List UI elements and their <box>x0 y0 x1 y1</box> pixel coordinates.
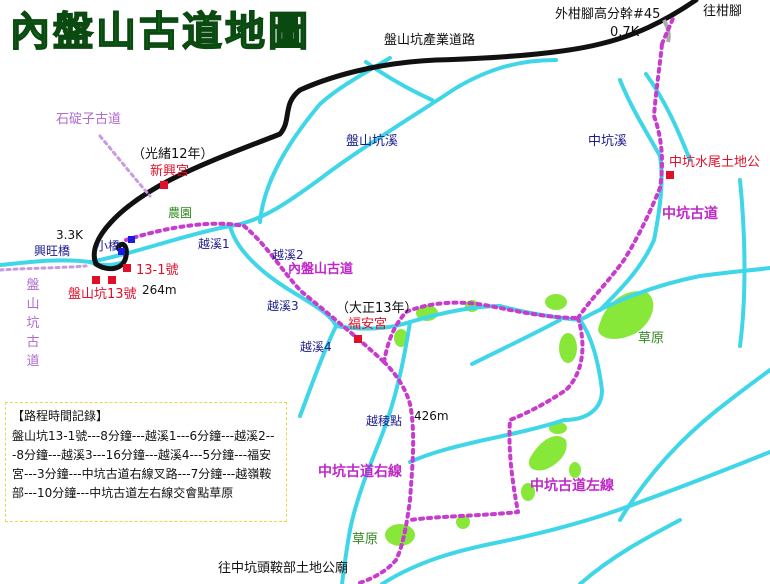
farm-label: 農園 <box>168 206 193 220</box>
side-trails <box>0 134 152 272</box>
stream-lower-left <box>340 320 412 584</box>
xingwang-bridge-label: 興旺橋 <box>34 244 71 258</box>
pankeng-trail-line <box>0 264 88 272</box>
grass-patch <box>521 483 535 501</box>
stream-far-right <box>618 368 770 522</box>
house-13-1-label: 13-1號 <box>136 263 179 278</box>
house-13-marker-b <box>108 276 116 284</box>
house-13-label: 盤山坑13號 <box>68 287 137 302</box>
grassland-patches <box>385 291 654 546</box>
stream-far-right-2 <box>738 178 747 348</box>
stream-right-2 <box>470 318 562 366</box>
grass-patch <box>569 462 581 478</box>
stream-bottom <box>380 450 770 584</box>
stream-mid-2 <box>298 324 338 418</box>
fuan-temple-marker <box>354 335 362 343</box>
to-bottom-temple-label: 往中坑頭鞍部土地公廟 <box>218 561 349 576</box>
stream-right-1 <box>578 266 770 322</box>
top-junction-label: 外柑腳高分幹#45 <box>555 7 661 22</box>
time-log-heading: 【路程時間記錄】 <box>12 409 109 423</box>
inner-panshan-trail <box>124 221 386 364</box>
grassland-right-label: 草原 <box>638 331 665 346</box>
right-line-label: 中坑古道右線 <box>318 464 402 480</box>
grass-patch <box>385 524 415 546</box>
tudigong-label: 中坑水尾土地公 <box>669 155 761 170</box>
xinxing-temple-label: 新興宮 <box>150 164 190 179</box>
fuan-year-label: （大正13年） <box>336 301 418 316</box>
panshan-stream-label: 盤山坑溪 <box>346 134 399 149</box>
time-log-box: 【路程時間記錄】 盤山坑13-1號---8分鐘---越溪1---6分鐘---越溪… <box>5 402 287 522</box>
pankeng-trail-label: 盤山坑古道 <box>26 278 40 369</box>
xinxing-year-label: （光緒12年） <box>132 147 214 162</box>
inner-panshan-trail-label: 內盤山古道 <box>288 262 354 277</box>
time-log-body: 盤山坑13-1號---8分鐘---越溪1---6分鐘---越溪2---8分鐘--… <box>12 429 275 500</box>
small-bridge-marker <box>128 236 135 243</box>
left-line-trail <box>408 316 585 522</box>
small-bridge-marker <box>118 248 125 255</box>
elevation-426-label: 426m <box>414 409 449 423</box>
house-13-marker-a <box>92 276 100 284</box>
top-distance-label: 0.7K <box>610 25 640 40</box>
tudigong-marker <box>666 171 674 179</box>
grass-patch-mid <box>528 436 567 471</box>
stream-zhongkeng <box>598 78 664 312</box>
crossing4-label: 越溪4 <box>300 340 332 354</box>
fuan-temple-label: 福安宮 <box>348 317 388 332</box>
km-marker-label: 3.3K <box>56 228 83 242</box>
road-hook <box>93 241 129 272</box>
shiding-trail-line <box>98 134 152 198</box>
zhongkeng-trail-cont <box>660 14 676 46</box>
xinxing-temple-marker <box>160 181 168 189</box>
to-ganjiao-label: 往柑腳 <box>703 4 743 19</box>
industrial-road <box>91 0 699 267</box>
ridge-point-label: 越稜點 <box>366 414 403 428</box>
grassland-bottom-label: 草原 <box>352 532 379 547</box>
grass-patch <box>559 333 577 363</box>
stream-bottom-right <box>578 518 682 584</box>
crossing3-label: 越溪3 <box>267 299 299 313</box>
zhongkeng-trail-label: 中坑古道 <box>662 206 718 222</box>
crossing2-label: 越溪2 <box>272 248 304 262</box>
shiding-trail-label: 石碇子古道 <box>56 112 122 127</box>
grass-patch <box>545 294 567 310</box>
grass-patch <box>456 515 470 529</box>
stream-zhongkeng-side <box>644 72 692 162</box>
main-trails <box>124 14 676 584</box>
zhongkeng-stream-label: 中坑溪 <box>588 134 628 149</box>
right-line-south <box>354 360 416 584</box>
right-line-trail <box>382 300 580 364</box>
small-bridge-label: 小橋 <box>96 239 121 253</box>
red-markers <box>92 171 674 343</box>
map-title: 內盤山古道地圖 <box>9 9 311 55</box>
crossing1-label: 越溪1 <box>198 237 230 251</box>
stream-branch-a <box>258 56 392 224</box>
elevation-264-label: 264m <box>142 283 177 297</box>
house-13-1-marker <box>123 264 131 272</box>
industrial-road-label: 盤山坑產業道路 <box>384 33 476 48</box>
left-line-label: 中坑古道左線 <box>530 478 614 494</box>
zhongkeng-trail <box>576 42 664 320</box>
